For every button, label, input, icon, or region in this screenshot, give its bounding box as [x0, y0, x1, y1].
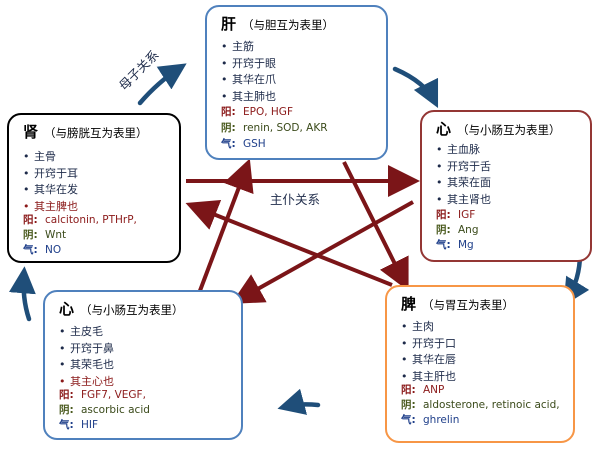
lung-title: 心 （与小肠互为表里）	[59, 298, 184, 319]
arrow-spleen-to-lung	[277, 388, 321, 415]
spleen-node: 脾 （与胃互为表里） •主肉 •开窍于口 •其华在唇 •其主肝也 阳:ANP 阴:…	[385, 285, 575, 443]
organ-name: 脾	[401, 295, 417, 313]
function-list: •主骨 •开窍于耳 •其华在发 •其主脾也	[23, 149, 78, 215]
arrow-spleen-to-kidney	[185, 199, 393, 287]
organ-name: 心	[59, 300, 75, 318]
list-item: •主筋	[221, 40, 254, 53]
arrow-heart-to-lung	[231, 200, 414, 304]
qi-markers: 气:Mg	[436, 239, 474, 251]
heart-title: 心 （与小肠互为表里）	[436, 118, 561, 139]
yang-markers: 阳:FGF7, VEGF,	[59, 389, 146, 401]
yang-markers: 阳:EPO, HGF	[221, 106, 293, 118]
liver-title: 肝 （与胆互为表里）	[221, 13, 334, 34]
organ-name: 心	[436, 120, 452, 138]
list-item: •其主肺也	[221, 89, 276, 103]
qi-markers: 气:HIF	[59, 419, 99, 431]
kidney-node: 肾 （与膀胱互为表里） •主骨 •开窍于耳 •其华在发 •其主脾也 阳:calci…	[7, 113, 181, 263]
arrow-lung-to-kidney	[8, 266, 36, 322]
list-item: •主皮毛	[59, 325, 103, 338]
organ-pairing: （与小肠互为表里）	[80, 303, 184, 317]
list-item: •其主肾也	[436, 192, 491, 206]
list-item: •开窍于舌	[436, 159, 491, 173]
list-item: •开窍于鼻	[59, 341, 114, 355]
lung-node: 心 （与小肠互为表里） •主皮毛 •开窍于鼻 •其荣毛也 •其主心也 阳:FGF7…	[43, 290, 243, 440]
yang-markers: 阳:ANP	[401, 384, 445, 396]
function-list: •主皮毛 •开窍于鼻 •其荣毛也 •其主心也	[59, 324, 114, 390]
organ-pairing: （与小肠互为表里）	[457, 123, 561, 137]
qi-markers: 气:GSH	[221, 138, 266, 150]
list-item: •其荣毛也	[59, 358, 114, 371]
function-list: •主筋 •开窍于眼 •其华在爪 •其主肺也	[221, 39, 276, 105]
yin-markers: 阴:renin, SOD, AKR	[221, 122, 328, 134]
yin-markers: 阴:aldosterone, retinoic acid,	[401, 399, 560, 411]
list-item: •开窍于口	[401, 336, 456, 350]
list-item: •其华在发	[23, 183, 78, 196]
list-item: •其主心也	[59, 374, 114, 388]
arrow-lung-to-liver	[196, 158, 254, 297]
yin-markers: 阴:Wnt	[23, 229, 67, 241]
list-item: •其主肝也	[401, 369, 456, 383]
yang-markers: 阳:calcitonin, PTHrP,	[23, 214, 137, 226]
organ-pairing: （与胆互为表里）	[242, 18, 335, 32]
list-item: •主骨	[23, 150, 56, 163]
arrow-liver-to-heart	[392, 66, 439, 109]
controlling-arrows	[185, 158, 420, 304]
controlling-relation-label: 主仆关系	[270, 192, 321, 207]
kidney-title: 肾 （与膀胱互为表里）	[23, 121, 148, 142]
organ-name: 肾	[23, 123, 39, 141]
organ-pairing: （与膀胱互为表里）	[44, 126, 148, 140]
generating-arrows	[8, 63, 590, 415]
yin-markers: 阴:ascorbic acid	[59, 404, 150, 416]
list-item: •开窍于耳	[23, 166, 78, 180]
qi-markers: 气:NO	[23, 244, 62, 256]
arrow-kidney-to-liver	[137, 63, 187, 106]
yin-markers: 阴:Ang	[436, 224, 479, 236]
list-item: •主血脉	[436, 143, 480, 156]
list-item: •其荣在面	[436, 176, 491, 189]
liver-node: 肝 （与胆互为表里） •主筋 •开窍于眼 •其华在爪 •其主肺也 阳:EPO, H…	[205, 5, 388, 160]
list-item: •其华在爪	[221, 73, 276, 86]
list-item: •其主脾也	[23, 199, 78, 213]
heart-node: 心（与小肠互为表里） •主血脉 •开窍于舌 •其荣在面 •其主肾也 阳:IGF …	[420, 110, 592, 262]
organ-pairing: （与胃互为表里）	[422, 298, 515, 312]
arrow-liver-to-spleen	[342, 161, 409, 292]
qi-markers: 气:ghrelin	[401, 414, 460, 426]
function-list: •主肉 •开窍于口 •其华在唇 •其主肝也	[401, 319, 456, 385]
organ-name: 肝	[221, 15, 237, 33]
spleen-title: 脾 （与胃互为表里）	[401, 293, 514, 314]
yang-markers: 阳:IGF	[436, 209, 476, 221]
list-item: •其华在唇	[401, 353, 456, 366]
function-list: •主血脉 •开窍于舌 •其荣在面 •其主肾也	[436, 142, 491, 208]
list-item: •主肉	[401, 320, 434, 333]
list-item: •开窍于眼	[221, 56, 276, 70]
